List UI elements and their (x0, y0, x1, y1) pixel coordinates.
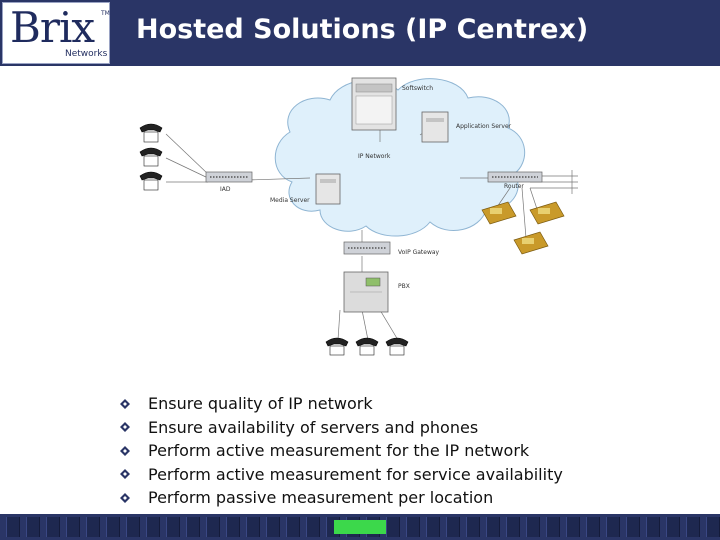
iad-device-icon (205, 171, 253, 183)
footer-accent-bar (334, 520, 386, 534)
diamond-bullet-icon (120, 398, 130, 409)
footer-cell (86, 517, 100, 537)
voip-gateway-label: VoIP Gateway (398, 249, 440, 256)
iad-label: IAD (220, 186, 231, 193)
footer-cell (486, 517, 500, 537)
footer-cell (546, 517, 560, 537)
ip-phone-icon (513, 231, 549, 255)
ip-phone-icon (481, 201, 517, 225)
footer-cell (686, 517, 700, 537)
diamond-bullet-icon (120, 445, 130, 456)
pbx-label: PBX (398, 283, 410, 290)
footer-cell (306, 517, 320, 537)
bullet-text: Ensure quality of IP network (148, 394, 373, 414)
softswitch-label: Softswitch (402, 85, 433, 92)
bullet-text: Ensure availability of servers and phone… (148, 417, 479, 437)
footer-cell (246, 517, 260, 537)
footer-cell (426, 517, 440, 537)
footer-cell (446, 517, 460, 537)
bullet-item: Perform passive measurement per location (120, 486, 563, 510)
footer-cell (526, 517, 540, 537)
footer-cell (206, 517, 220, 537)
footer-cell (606, 517, 620, 537)
bullet-text: Perform active measurement for the IP ne… (148, 441, 530, 461)
slide-header: Brix TM Networks Hosted Solutions (IP Ce… (0, 0, 720, 66)
footer-cell (626, 517, 640, 537)
diamond-bullet-icon (120, 422, 130, 433)
telephone-icon (139, 171, 163, 191)
footer-cell (266, 517, 280, 537)
application-server-icon (421, 111, 449, 143)
footer-cell (406, 517, 420, 537)
footer-cell (106, 517, 120, 537)
footer-cell (6, 517, 20, 537)
footer-cell (466, 517, 480, 537)
footer-cell (166, 517, 180, 537)
footer-cell (666, 517, 680, 537)
footer-cell (586, 517, 600, 537)
logo-wordmark: Brix (10, 3, 95, 52)
media-server-icon (315, 173, 341, 205)
telephone-icon (325, 337, 349, 356)
network-diagram-svg: Softswitch Application Server IP Network… (139, 77, 578, 356)
bullet-item: Ensure quality of IP network (120, 392, 563, 416)
bullet-item: Perform active measurement for service a… (120, 463, 563, 487)
footer-cell (126, 517, 140, 537)
pbx-icon (343, 271, 389, 313)
bullet-text: Perform active measurement for service a… (148, 464, 563, 484)
ip-phone-icon (529, 201, 565, 225)
diamond-bullet-icon (120, 469, 130, 480)
voip-gateway-icon (343, 241, 391, 255)
telephone-icon (385, 337, 409, 356)
slide-footer (0, 514, 720, 540)
logo-trademark: TM (101, 10, 110, 17)
footer-cell (226, 517, 240, 537)
router-label: Router (504, 183, 524, 190)
footer-cell (286, 517, 300, 537)
footer-cell (646, 517, 660, 537)
footer-cell (186, 517, 200, 537)
media-server-label: Media Server (270, 197, 310, 204)
footer-cell (706, 517, 720, 537)
brix-logo: Brix TM Networks (2, 2, 110, 64)
telephone-icon (139, 147, 163, 167)
softswitch-server-icon (351, 77, 397, 131)
router-icon (487, 171, 543, 183)
network-diagram: Softswitch Application Server IP Network… (130, 70, 582, 366)
application-server-label: Application Server (456, 123, 512, 130)
bullet-item: Ensure availability of servers and phone… (120, 416, 563, 440)
bullet-text: Perform passive measurement per location (148, 488, 494, 508)
ip-network-label: IP Network (358, 153, 391, 160)
footer-cell (146, 517, 160, 537)
footer-cell (66, 517, 80, 537)
footer-cell (566, 517, 580, 537)
telephone-icon (355, 337, 379, 356)
bullet-list: Ensure quality of IP network Ensure avai… (120, 392, 563, 510)
footer-cell (386, 517, 400, 537)
bullet-item: Perform active measurement for the IP ne… (120, 439, 563, 463)
footer-cell (46, 517, 60, 537)
diamond-bullet-icon (120, 492, 130, 503)
logo-subtext: Networks (65, 49, 108, 59)
slide-title: Hosted Solutions (IP Centrex) (136, 14, 589, 45)
footer-cell (26, 517, 40, 537)
telephone-icon (139, 123, 163, 143)
footer-cell (506, 517, 520, 537)
